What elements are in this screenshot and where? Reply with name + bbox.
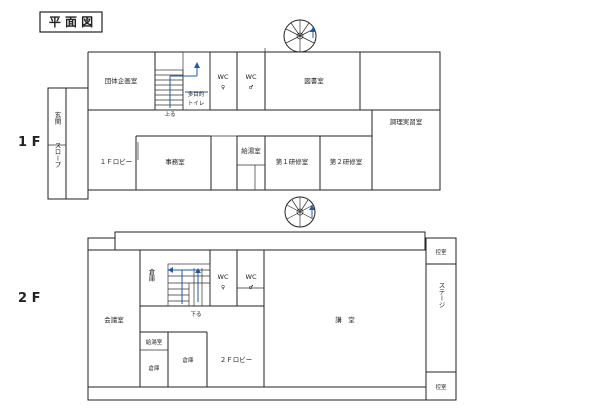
cooking-room-label: 調理実習室 [390,117,423,126]
spiral-staircase-icon [283,19,317,53]
hot-water-room-label-2f: 給湯室 [146,338,163,346]
storage-b-label: 倉庫 [148,364,160,372]
group-planning-room-label: 団体企画室 [105,76,138,85]
conference-room-label: 会議室 [104,315,124,324]
wc-male-label-2f: WC [246,273,257,281]
slope-label: スロープ [53,142,61,169]
floor-2f: 会議室 倉庫 WC ♀ WC ♂ 下る 講 堂 控室 ステージ 控室 給湯室 倉… [87,196,457,401]
multipurpose-toilet-label-1: 多目的 [188,90,205,98]
floor-label-1f: 1 F [18,135,40,150]
stair-down-label: 下る [190,311,201,318]
floor-label-2f: 2 F [18,291,40,306]
library-label: 図書室 [304,76,324,85]
control-room-bottom-label: 控室 [435,383,447,391]
multipurpose-toilet-label-2: トイレ [188,101,205,107]
male-icon: ♂ [249,85,254,91]
floor-1f: 玄関 スロープ 団体企画室 多目的 トイレ WC ♀ WC ♂ 図書室 調理実習… [47,19,441,200]
2f-lobby-label: ２Ｆロビー [220,355,253,364]
wc-female-label-2f: WC [218,273,229,281]
stair-2f [167,263,211,307]
storage-c-label: 倉庫 [182,356,194,364]
title-box [39,11,103,33]
wc-female-label: WC [218,73,229,81]
training-room-1-label: 第１研修室 [276,157,309,166]
spiral-staircase-icon [284,196,316,228]
training-room-2-label: 第２研修室 [330,157,363,166]
stair-1f [154,51,211,111]
female-icon: ♀ [221,85,225,91]
office-label: 事務室 [165,157,185,166]
title: 平 面 図 [49,15,93,29]
wc-male-label: WC [246,73,257,81]
lecture-hall-label: 講 堂 [335,315,355,324]
male-icon: ♂ [249,285,254,291]
1f-lobby-label: １Ｆロビー [100,157,133,166]
stage-label: ステージ [437,282,445,309]
storage-a-label: 倉庫 [147,267,155,283]
stair-up-label: 上る [164,110,175,118]
hot-water-room-label-1f: 給湯室 [241,146,261,155]
entrance-label: 玄関 [53,110,61,126]
control-room-top-label: 控室 [435,248,447,256]
female-icon: ♀ [221,285,225,291]
